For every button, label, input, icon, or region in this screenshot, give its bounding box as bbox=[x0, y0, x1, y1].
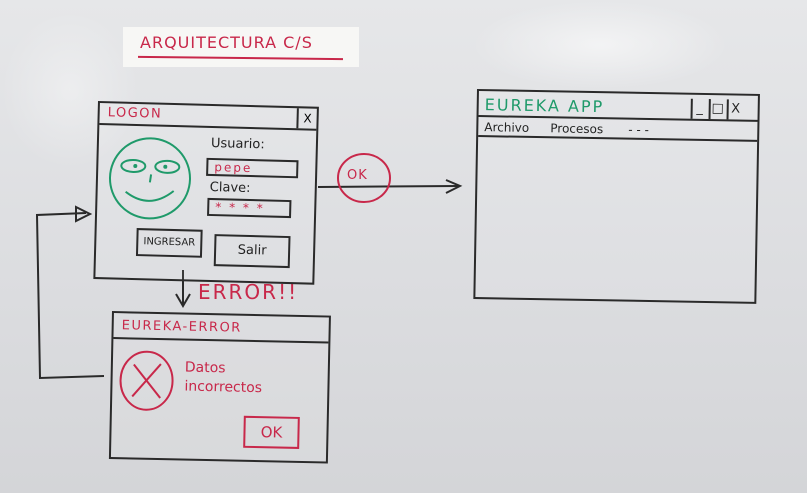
ok-label: OK bbox=[347, 168, 368, 183]
menu-item-procesos[interactable]: Procesos bbox=[550, 121, 604, 137]
diagram-title: ARQUITECTURA C/S bbox=[140, 33, 313, 52]
error-label: ERROR!! bbox=[198, 280, 299, 304]
whiteboard-glare bbox=[0, 10, 140, 170]
error-title-bar: EUREKA-ERROR bbox=[113, 313, 329, 344]
title-paper bbox=[123, 27, 359, 67]
error-message: Datos incorrectos bbox=[184, 359, 262, 399]
user-label: Usuario: bbox=[210, 135, 265, 153]
error-x-icon bbox=[119, 350, 174, 411]
error-arrow-head bbox=[175, 293, 191, 308]
smiley-face-icon bbox=[108, 137, 191, 220]
menu-item-archivo[interactable]: Archivo bbox=[484, 120, 530, 135]
ok-arrow-head bbox=[445, 179, 463, 194]
maximize-icon[interactable]: □ bbox=[708, 99, 725, 120]
minimize-icon[interactable]: _ bbox=[690, 98, 707, 120]
logon-title-bar: LOGON X bbox=[99, 103, 317, 131]
error-window: EUREKA-ERROR Datos incorrectos OK bbox=[108, 311, 331, 464]
ok-circle bbox=[337, 153, 391, 203]
whiteboard-glare bbox=[470, 0, 730, 90]
login-button[interactable]: INGRESAR bbox=[135, 228, 203, 258]
close-icon[interactable]: X bbox=[726, 99, 743, 120]
app-title: EUREKA APP bbox=[484, 95, 605, 117]
password-input[interactable]: * * * * bbox=[207, 197, 292, 219]
close-icon[interactable]: X bbox=[296, 108, 317, 129]
menu-item-more[interactable]: - - - bbox=[628, 122, 650, 138]
return-loop-arrow bbox=[35, 212, 105, 380]
user-input[interactable]: pepe bbox=[206, 157, 299, 179]
error-title: EUREKA-ERROR bbox=[121, 318, 242, 336]
app-window: EUREKA APP _ □ X Archivo Procesos - - - bbox=[473, 89, 760, 304]
ok-button[interactable]: OK bbox=[243, 415, 300, 449]
logon-title: LOGON bbox=[107, 105, 163, 122]
return-loop-arrow-head bbox=[75, 205, 93, 223]
password-label: Clave: bbox=[209, 179, 251, 197]
error-message-line2: incorrectos bbox=[184, 378, 263, 397]
logon-window: LOGON X Usuario: pepe Clave: * * * * ING… bbox=[93, 101, 319, 285]
menu-bar-separator bbox=[478, 135, 758, 142]
exit-button[interactable]: Salir bbox=[213, 234, 291, 269]
error-message-line1: Datos bbox=[184, 359, 226, 377]
